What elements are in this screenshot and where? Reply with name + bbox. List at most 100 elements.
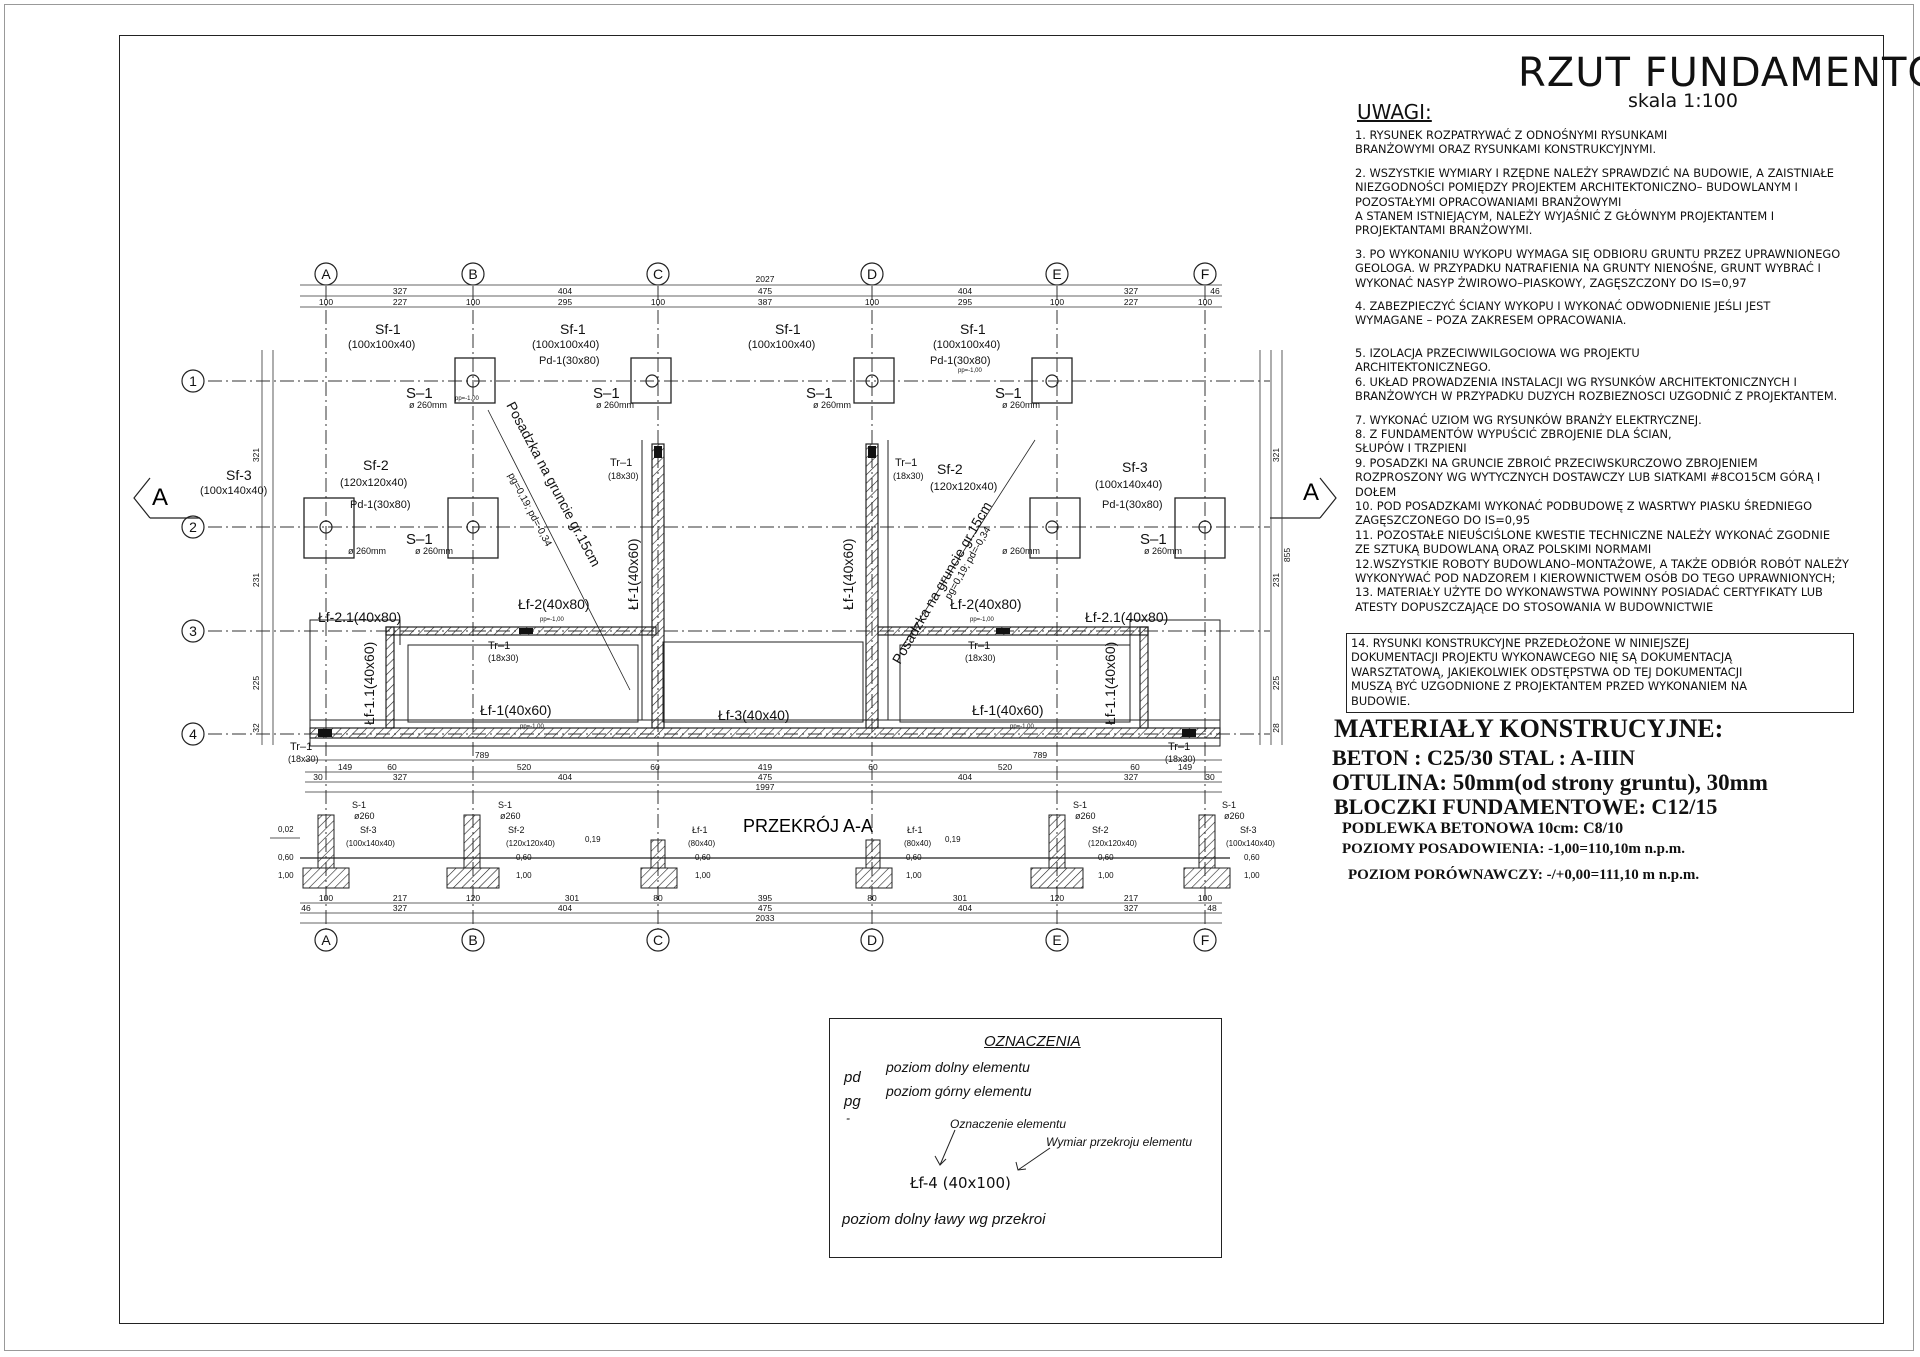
label-tr1-a: Tr–1 — [610, 457, 632, 469]
dim-bottom-r1-5: 60 — [868, 762, 878, 772]
section-sf2-size-a: (120x120x40) — [506, 839, 555, 848]
section-lvl-019-b: 0,19 — [945, 835, 961, 844]
section-footings — [302, 814, 1231, 889]
label-sf1-c: Sf-1 — [775, 321, 801, 337]
axis-label-f-bottom: F — [1201, 932, 1210, 948]
section-s1-c: S-1 — [1073, 800, 1087, 810]
axis-label-3: 3 — [189, 623, 197, 639]
legend-size-label: Wymiar przekroju elementu — [1046, 1135, 1193, 1149]
section-lvl-100-c: 1,00 — [695, 871, 711, 880]
axis-label-4: 4 — [189, 726, 197, 742]
axis-label-e-bottom: E — [1052, 932, 1061, 948]
label-lf11-vert-a: Łf-1.1(40x60) — [361, 642, 377, 725]
legend-footer: poziom dolny ławy wg przekroi — [842, 1211, 1046, 1228]
label-s1-b: S–1 — [593, 385, 620, 402]
materials-otulina: OTULINA: 50mm(od strony gruntu), 30mm — [1332, 770, 1768, 795]
label-lf3: Łf-3(40x40) — [718, 707, 790, 723]
label-lf21-a: Łf-2.1(40x80) — [318, 609, 401, 625]
label-lf21-b: Łf-2.1(40x80) — [1085, 609, 1168, 625]
dim-top-r2-7: 295 — [958, 297, 972, 307]
note-item: 2. WSZYSTKIE WYMIARY I RZĘDNE NALEŻY SPR… — [1355, 165, 1834, 238]
label-tr1-size-f: (18x30) — [1165, 754, 1196, 764]
section-s1-dim-c: ø260 — [1075, 811, 1096, 821]
section-s1-d: S-1 — [1222, 800, 1236, 810]
label-tr1-size-d: (18x30) — [965, 653, 996, 663]
section-lf1-a: Łf-1 — [692, 825, 708, 835]
slab-leader-lines — [487, 409, 1036, 691]
dimension-lines-top — [300, 284, 1222, 308]
section-ground-line — [270, 837, 1230, 859]
dim-top-r1-1: 404 — [558, 286, 572, 296]
label-tr1-size-a: (18x30) — [608, 471, 639, 481]
dim-sec-r2-2: 404 — [558, 903, 572, 913]
legend-title: OZNACZENIA — [984, 1033, 1081, 1050]
axis-label-d-bottom: D — [867, 932, 877, 948]
dim-sec-r1-8: 120 — [1050, 893, 1064, 903]
dim-top-r2-9: 227 — [1124, 297, 1138, 307]
dim-left-0: 321 — [251, 448, 261, 462]
label-sf2-a: Sf-2 — [363, 457, 389, 473]
note-item: 7. WYKONAĆ UZIOM WG RYSUNKÓW BRANŻY ELEK… — [1355, 412, 1850, 614]
label-s1-dim-b: ø 260mm — [596, 400, 634, 410]
legend-box: OZNACZENIA pd poziom dolny elementu pg p… — [829, 1018, 1222, 1258]
dim-sec-total: 2033 — [756, 913, 775, 923]
dim-sec-r2-5: 327 — [1124, 903, 1138, 913]
label-sf1-d: Sf-1 — [960, 321, 986, 337]
label-tr1-size-e: (18x30) — [288, 754, 319, 764]
label-s1-e: S–1 — [406, 531, 433, 548]
section-mark-left: A — [152, 484, 168, 511]
label-pp-a: pp=-1,00 — [455, 396, 480, 402]
axis-label-d-top: D — [867, 266, 877, 282]
dim-sec-r1-7: 301 — [953, 893, 967, 903]
dim-sec-r1-6: 80 — [867, 893, 877, 903]
notes-list: 1. RYSUNEK ROZPATRYWAĆ Z ODNOŚNYMI RYSUN… — [1355, 128, 1890, 623]
dimension-lines-side — [261, 350, 1283, 745]
section-lvl-060-b: 0,60 — [516, 853, 532, 862]
section-lvl-002: 0,02 — [278, 825, 294, 834]
section-s1-dim-b: ø260 — [500, 811, 521, 821]
label-s1-dim-g: ø 260mm — [1002, 546, 1040, 556]
label-pd1-a: Pd-1(30x80) — [539, 355, 600, 367]
section-lf1-size-a: (80x40) — [688, 839, 715, 848]
materials-heading: MATERIAŁY KONSTRUCYJNE: — [1334, 714, 1724, 743]
label-s1-a: S–1 — [406, 385, 433, 402]
dim-bottom-r2-1: 327 — [393, 772, 407, 782]
label-tr1-size-c: (18x30) — [893, 471, 924, 481]
dim-bottom-r1-2: 520 — [517, 762, 531, 772]
dim-left-1: 231 — [251, 573, 261, 587]
label-tr1-b: Tr–1 — [488, 640, 510, 652]
dim-sec-r2-1: 327 — [393, 903, 407, 913]
section-lvl-060-a: 0,60 — [278, 853, 294, 862]
label-sf1-a: Sf-1 — [375, 321, 401, 337]
axis-label-f-top: F — [1201, 266, 1210, 282]
note-item: 5. IZOLACJA PRZECIWWILGOCIOWA WG PROJEKT… — [1355, 345, 1838, 404]
label-sf1-size-c: (100x100x40) — [748, 339, 815, 351]
section-lvl-060-e: 0,60 — [1098, 853, 1114, 862]
axis-bubbles-top — [181, 262, 1217, 952]
dim-right-total: 855 — [1282, 548, 1292, 562]
foundation-outlines — [309, 440, 1221, 747]
section-sf2-a: Sf-2 — [508, 825, 525, 835]
section-lvl-100-f: 1,00 — [1244, 871, 1260, 880]
label-s1-d: S–1 — [995, 385, 1022, 402]
dim-sec-r2-4: 404 — [958, 903, 972, 913]
dim-right-3: 28 — [1271, 723, 1281, 733]
section-s1-a: S-1 — [352, 800, 366, 810]
dimension-lines-section — [300, 902, 1222, 924]
dim-top-r1-5: 46 — [1210, 286, 1220, 296]
dim-sec-r1-1: 217 — [393, 893, 407, 903]
dim-right-1: 231 — [1271, 573, 1281, 587]
dim-bottom-r1-1: 60 — [387, 762, 397, 772]
axis-label-a-bottom: A — [321, 932, 331, 948]
label-pp-b: pp=-1,00 — [958, 368, 983, 374]
note-item: 1. RYSUNEK ROZPATRYWAĆ Z ODNOŚNYMI RYSUN… — [1355, 128, 1668, 157]
axis-label-e-top: E — [1052, 266, 1061, 282]
label-s1-f: S–1 — [1140, 531, 1167, 548]
label-sf2-size-a: (120x120x40) — [340, 477, 407, 489]
dim-sec-r1-3: 301 — [565, 893, 579, 903]
label-sf1-size-b: (100x100x40) — [532, 339, 599, 351]
dim-sec-r1-0: 100 — [319, 893, 333, 903]
section-sf2-b: Sf-2 — [1092, 825, 1109, 835]
label-sf3-size-b: (100x140x40) — [1095, 479, 1162, 491]
